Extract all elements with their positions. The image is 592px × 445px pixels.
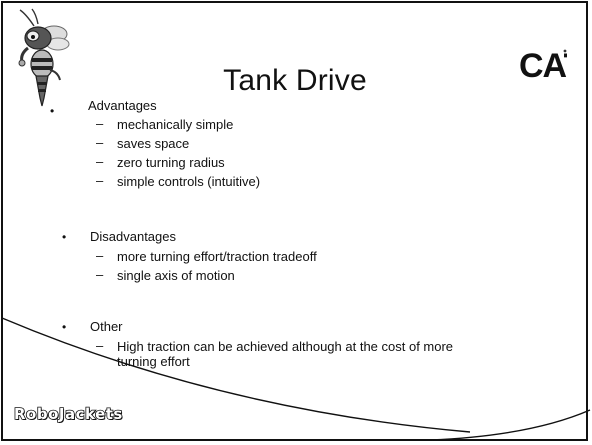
list-item: High traction can be achieved although a…: [117, 339, 454, 354]
sub-bullet-dash: –: [96, 267, 104, 282]
section-heading-advantages: Advantages: [88, 98, 157, 113]
cat-logo-text: CAT: [519, 47, 567, 83]
sub-bullet-dash: –: [96, 135, 104, 150]
slide-title: Tank Drive: [223, 64, 367, 98]
list-item: simple controls (intuitive): [117, 174, 261, 189]
list-item-continuation: turning effort: [117, 354, 190, 369]
section-heading-other: Other: [90, 319, 123, 334]
list-item: zero turning radius: [117, 155, 225, 170]
cat-logo: CAT: [519, 47, 567, 83]
robojackets-logo: RoboJackets: [13, 404, 123, 424]
sub-bullet-dash: –: [96, 248, 104, 263]
sub-bullet-dash: –: [96, 116, 104, 131]
sub-bullet-dash: –: [96, 173, 104, 188]
bullet-dot: •: [62, 320, 67, 334]
list-item: saves space: [117, 136, 190, 151]
mascot-icon: [18, 8, 70, 107]
list-item: single axis of motion: [117, 268, 235, 283]
section-heading-disadvantages: Disadvantages: [90, 229, 176, 244]
list-item: mechanically simple: [117, 117, 234, 132]
list-item: more turning effort/traction tradeoff: [117, 249, 317, 264]
bullet-dot: •: [50, 104, 55, 118]
bullet-dot: •: [62, 230, 67, 244]
sub-bullet-dash: –: [96, 338, 104, 353]
sub-bullet-dash: –: [96, 154, 104, 169]
